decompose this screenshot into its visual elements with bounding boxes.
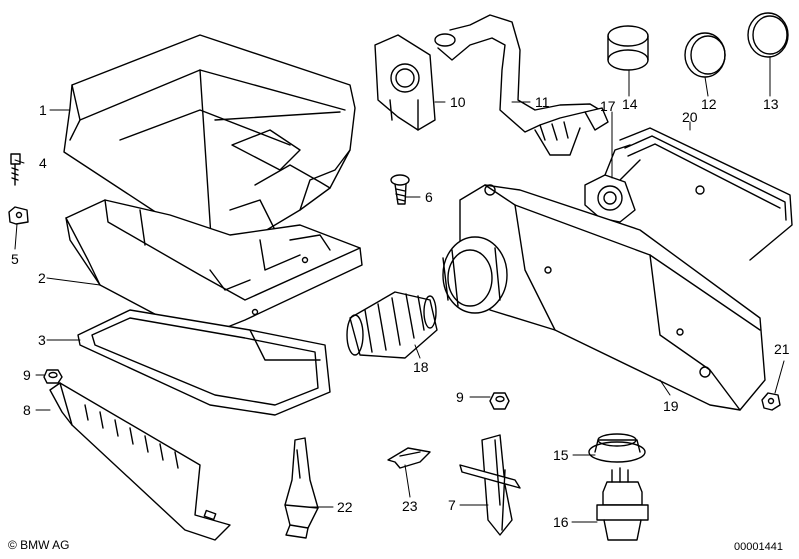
callout-2: 2 bbox=[38, 270, 46, 286]
callout-6: 6 bbox=[425, 189, 433, 205]
part-switch bbox=[596, 467, 649, 541]
callout-20: 20 bbox=[682, 109, 698, 125]
part-bellows bbox=[346, 291, 438, 359]
leader-lines bbox=[14, 56, 785, 523]
part-nut-right bbox=[761, 392, 781, 411]
callout-7: 7 bbox=[448, 497, 456, 513]
callout-15: 15 bbox=[553, 447, 569, 463]
drawing-code: 00001441 bbox=[734, 541, 783, 553]
callout-23: 23 bbox=[402, 498, 418, 514]
callout-3: 3 bbox=[38, 332, 46, 348]
callout-11: 11 bbox=[535, 94, 550, 110]
part-nut-left bbox=[43, 369, 63, 384]
part-sensor bbox=[584, 144, 641, 223]
callout-17: 17 bbox=[600, 98, 616, 114]
callout-12: 12 bbox=[701, 96, 717, 112]
part-plug-small bbox=[747, 12, 789, 58]
part-screw bbox=[10, 153, 21, 186]
part-bracket bbox=[49, 382, 231, 541]
part-cap bbox=[588, 433, 646, 463]
part-housing bbox=[459, 184, 766, 411]
callout-14: 14 bbox=[622, 96, 638, 112]
callout-8: 8 bbox=[23, 402, 31, 418]
copyright-notice: © BMW AG bbox=[8, 538, 70, 552]
part-intake-ring bbox=[442, 236, 508, 314]
part-plug-large bbox=[684, 32, 726, 78]
part-mount-bracket bbox=[459, 434, 521, 536]
part-connector bbox=[284, 437, 319, 539]
callout-22: 22 bbox=[337, 499, 353, 515]
part-lower-tray bbox=[65, 199, 363, 339]
callout-16: 16 bbox=[553, 514, 569, 530]
callout-13: 13 bbox=[763, 96, 779, 112]
callout-1: 1 bbox=[39, 102, 47, 118]
callout-10: 10 bbox=[450, 94, 466, 110]
callout-9-left: 9 bbox=[23, 367, 31, 383]
callout-19: 19 bbox=[663, 398, 679, 414]
callout-18: 18 bbox=[413, 359, 429, 375]
part-cover bbox=[63, 34, 356, 253]
part-seal bbox=[619, 127, 793, 261]
part-hose bbox=[434, 14, 609, 156]
callout-9-middle: 9 bbox=[456, 389, 464, 405]
part-nut-middle bbox=[489, 392, 510, 410]
part-gasket-frame bbox=[77, 309, 331, 416]
part-grommet bbox=[607, 25, 649, 71]
part-wire-clip bbox=[387, 447, 431, 469]
callout-5: 5 bbox=[11, 251, 19, 267]
part-holder bbox=[374, 34, 436, 131]
part-clip bbox=[8, 206, 29, 225]
callout-21: 21 bbox=[774, 341, 790, 357]
part-small-screw bbox=[390, 174, 410, 205]
callout-4: 4 bbox=[39, 155, 47, 171]
